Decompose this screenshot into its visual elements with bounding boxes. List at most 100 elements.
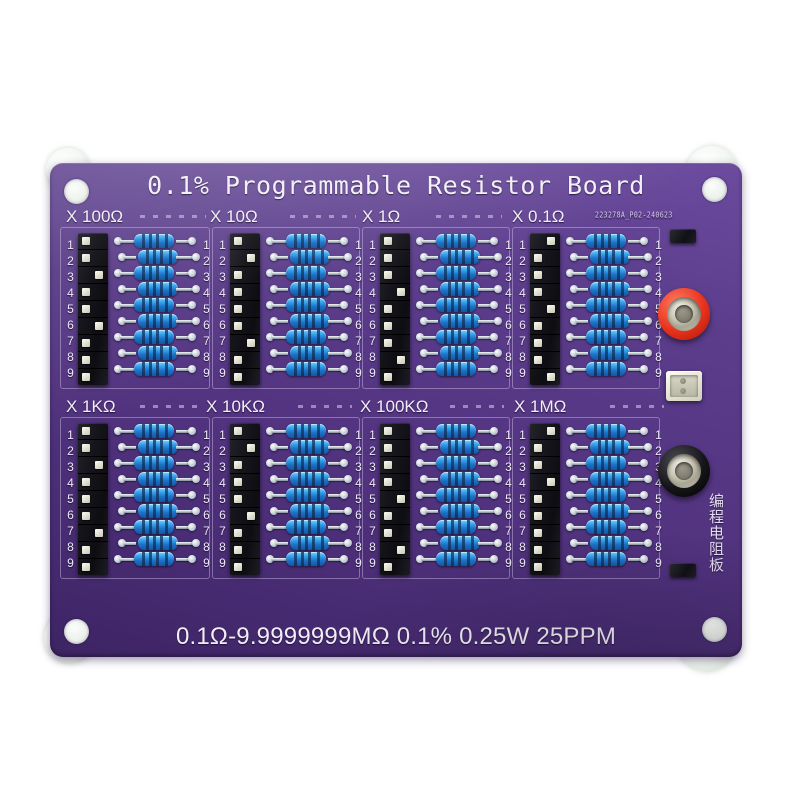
dip-switch-lever-2[interactable] (530, 250, 560, 267)
dip-switch-lever-2[interactable] (78, 440, 108, 457)
dip-switch-lever-6[interactable] (380, 318, 410, 335)
dip-switch-lever-7[interactable] (530, 525, 560, 542)
dip-switch-lever-9[interactable] (530, 369, 560, 385)
dip-switch-lever-9[interactable] (380, 559, 410, 575)
dip-switch-lever-4[interactable] (230, 284, 260, 301)
resistor-lead-right (176, 430, 190, 433)
dip-switch-lever-9[interactable] (78, 559, 108, 575)
dip-switch-lever-5[interactable] (78, 491, 108, 508)
jumper-header-top[interactable] (670, 229, 696, 243)
dip-switch-4[interactable] (78, 423, 108, 575)
dip-switch-lever-1[interactable] (78, 233, 108, 250)
dip-switch-lever-8[interactable] (530, 542, 560, 559)
dip-switch-lever-1[interactable] (530, 423, 560, 440)
dip-switch-lever-9[interactable] (78, 369, 108, 385)
dip-switch-lever-2[interactable] (380, 440, 410, 457)
dip-switch-lever-5[interactable] (380, 491, 410, 508)
dip-switch-lever-2[interactable] (530, 440, 560, 457)
dip-switch-lever-3[interactable] (530, 267, 560, 284)
dip-switch-3[interactable] (530, 233, 560, 385)
dip-switch-lever-2[interactable] (230, 440, 260, 457)
jst-connector[interactable] (666, 371, 702, 401)
color-band (471, 536, 474, 550)
dip-switch-lever-1[interactable] (380, 233, 410, 250)
dip-switch-lever-5[interactable] (230, 491, 260, 508)
solder-pad-right (192, 349, 200, 357)
dip-switch-lever-6[interactable] (530, 318, 560, 335)
dip-switch-lever-8[interactable] (78, 352, 108, 369)
resistor-lead-left (272, 240, 288, 243)
color-band (451, 488, 454, 502)
dip-switch-lever-3[interactable] (380, 457, 410, 474)
dip-switch-lever-4[interactable] (380, 474, 410, 491)
dip-switch-5[interactable] (230, 423, 260, 575)
dip-switch-lever-1[interactable] (530, 233, 560, 250)
dip-switch-lever-6[interactable] (78, 318, 108, 335)
resistor-lead-left (272, 304, 288, 307)
dip-switch-lever-1[interactable] (230, 423, 260, 440)
dip-switch-lever-2[interactable] (78, 250, 108, 267)
dip-switch-lever-9[interactable] (380, 369, 410, 385)
dip-switch-lever-3[interactable] (230, 457, 260, 474)
dip-switch-lever-3[interactable] (530, 457, 560, 474)
dip-switch-lever-5[interactable] (530, 301, 560, 318)
dip-switch-lever-8[interactable] (380, 542, 410, 559)
banana-jack-black[interactable] (658, 445, 710, 497)
dip-switch-lever-3[interactable] (230, 267, 260, 284)
bank-outline-row1-left (60, 227, 210, 389)
dip-switch-lever-6[interactable] (230, 508, 260, 525)
dip-switch-lever-2[interactable] (230, 250, 260, 267)
dip-switch-lever-9[interactable] (530, 559, 560, 575)
color-band (149, 520, 152, 534)
switch-number: 4 (67, 476, 74, 490)
dip-switch-lever-5[interactable] (530, 491, 560, 508)
dip-switch-1[interactable] (230, 233, 260, 385)
dip-switch-lever-4[interactable] (78, 474, 108, 491)
dip-switch-lever-9[interactable] (230, 369, 260, 385)
resistor (266, 281, 352, 297)
resistor-lead-left (422, 526, 438, 529)
dip-switch-lever-8[interactable] (380, 352, 410, 369)
dip-switch-lever-1[interactable] (230, 233, 260, 250)
dip-switch-2[interactable] (380, 233, 410, 385)
dip-switch-lever-7[interactable] (380, 335, 410, 352)
dip-switch-lever-6[interactable] (230, 318, 260, 335)
dip-switch-lever-4[interactable] (380, 284, 410, 301)
dip-switch-lever-7[interactable] (78, 525, 108, 542)
dip-switch-lever-4[interactable] (530, 474, 560, 491)
dip-switch-lever-8[interactable] (78, 542, 108, 559)
dip-switch-lever-1[interactable] (78, 423, 108, 440)
dip-switch-lever-8[interactable] (530, 352, 560, 369)
dip-switch-lever-5[interactable] (380, 301, 410, 318)
dip-switch-6[interactable] (380, 423, 410, 575)
dip-switch-lever-6[interactable] (530, 508, 560, 525)
dip-switch-lever-8[interactable] (230, 542, 260, 559)
dip-switch-lever-3[interactable] (380, 267, 410, 284)
dip-switch-lever-3[interactable] (78, 457, 108, 474)
dip-switch-lever-4[interactable] (78, 284, 108, 301)
solder-pad-right (192, 443, 200, 451)
color-band (467, 330, 470, 344)
banana-jack-red[interactable] (658, 288, 710, 340)
dip-switch-lever-7[interactable] (78, 335, 108, 352)
dip-switch-lever-5[interactable] (78, 301, 108, 318)
dip-switch-lever-2[interactable] (380, 250, 410, 267)
dip-switch-lever-1[interactable] (380, 423, 410, 440)
dip-switch-lever-4[interactable] (230, 474, 260, 491)
dip-switch-lever-6[interactable] (78, 508, 108, 525)
dip-switch-lever-7[interactable] (230, 525, 260, 542)
jumper-header-bottom[interactable] (670, 563, 696, 577)
dip-switch-lever-3[interactable] (78, 267, 108, 284)
dip-switch-lever-9[interactable] (230, 559, 260, 575)
dip-switch-lever-7[interactable] (530, 335, 560, 352)
solder-pad-left (420, 317, 428, 325)
dip-switch-lever-7[interactable] (230, 335, 260, 352)
dip-switch-0[interactable] (78, 233, 108, 385)
dip-switch-lever-5[interactable] (230, 301, 260, 318)
dip-switch-lever-6[interactable] (380, 508, 410, 525)
dip-switch-7[interactable] (530, 423, 560, 575)
switch-number: 3 (355, 460, 362, 474)
dip-switch-lever-7[interactable] (380, 525, 410, 542)
dip-switch-lever-4[interactable] (530, 284, 560, 301)
dip-switch-lever-8[interactable] (230, 352, 260, 369)
